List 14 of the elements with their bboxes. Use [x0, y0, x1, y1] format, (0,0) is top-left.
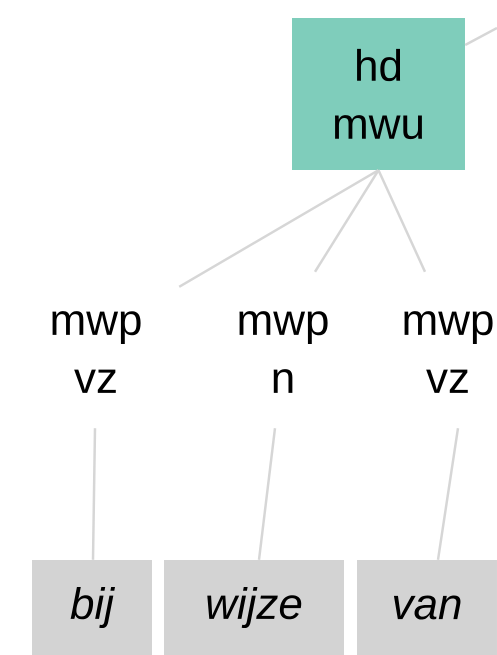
connector-line: [314, 170, 380, 272]
connector-line: [258, 428, 276, 560]
word-box: wijze: [164, 560, 344, 655]
node-label: mwp vz: [404, 311, 493, 393]
connector-line: [436, 428, 460, 560]
category-box: hd mwu: [292, 18, 465, 170]
node-label: mwp vz: [52, 311, 141, 393]
connector-line: [178, 169, 380, 288]
word-box: van: [357, 560, 497, 655]
word-box: bij: [32, 560, 152, 655]
connector-line: [464, 26, 497, 46]
node-label: mwp n: [239, 311, 328, 393]
connector-line: [377, 170, 426, 272]
connector-line: [92, 428, 96, 560]
